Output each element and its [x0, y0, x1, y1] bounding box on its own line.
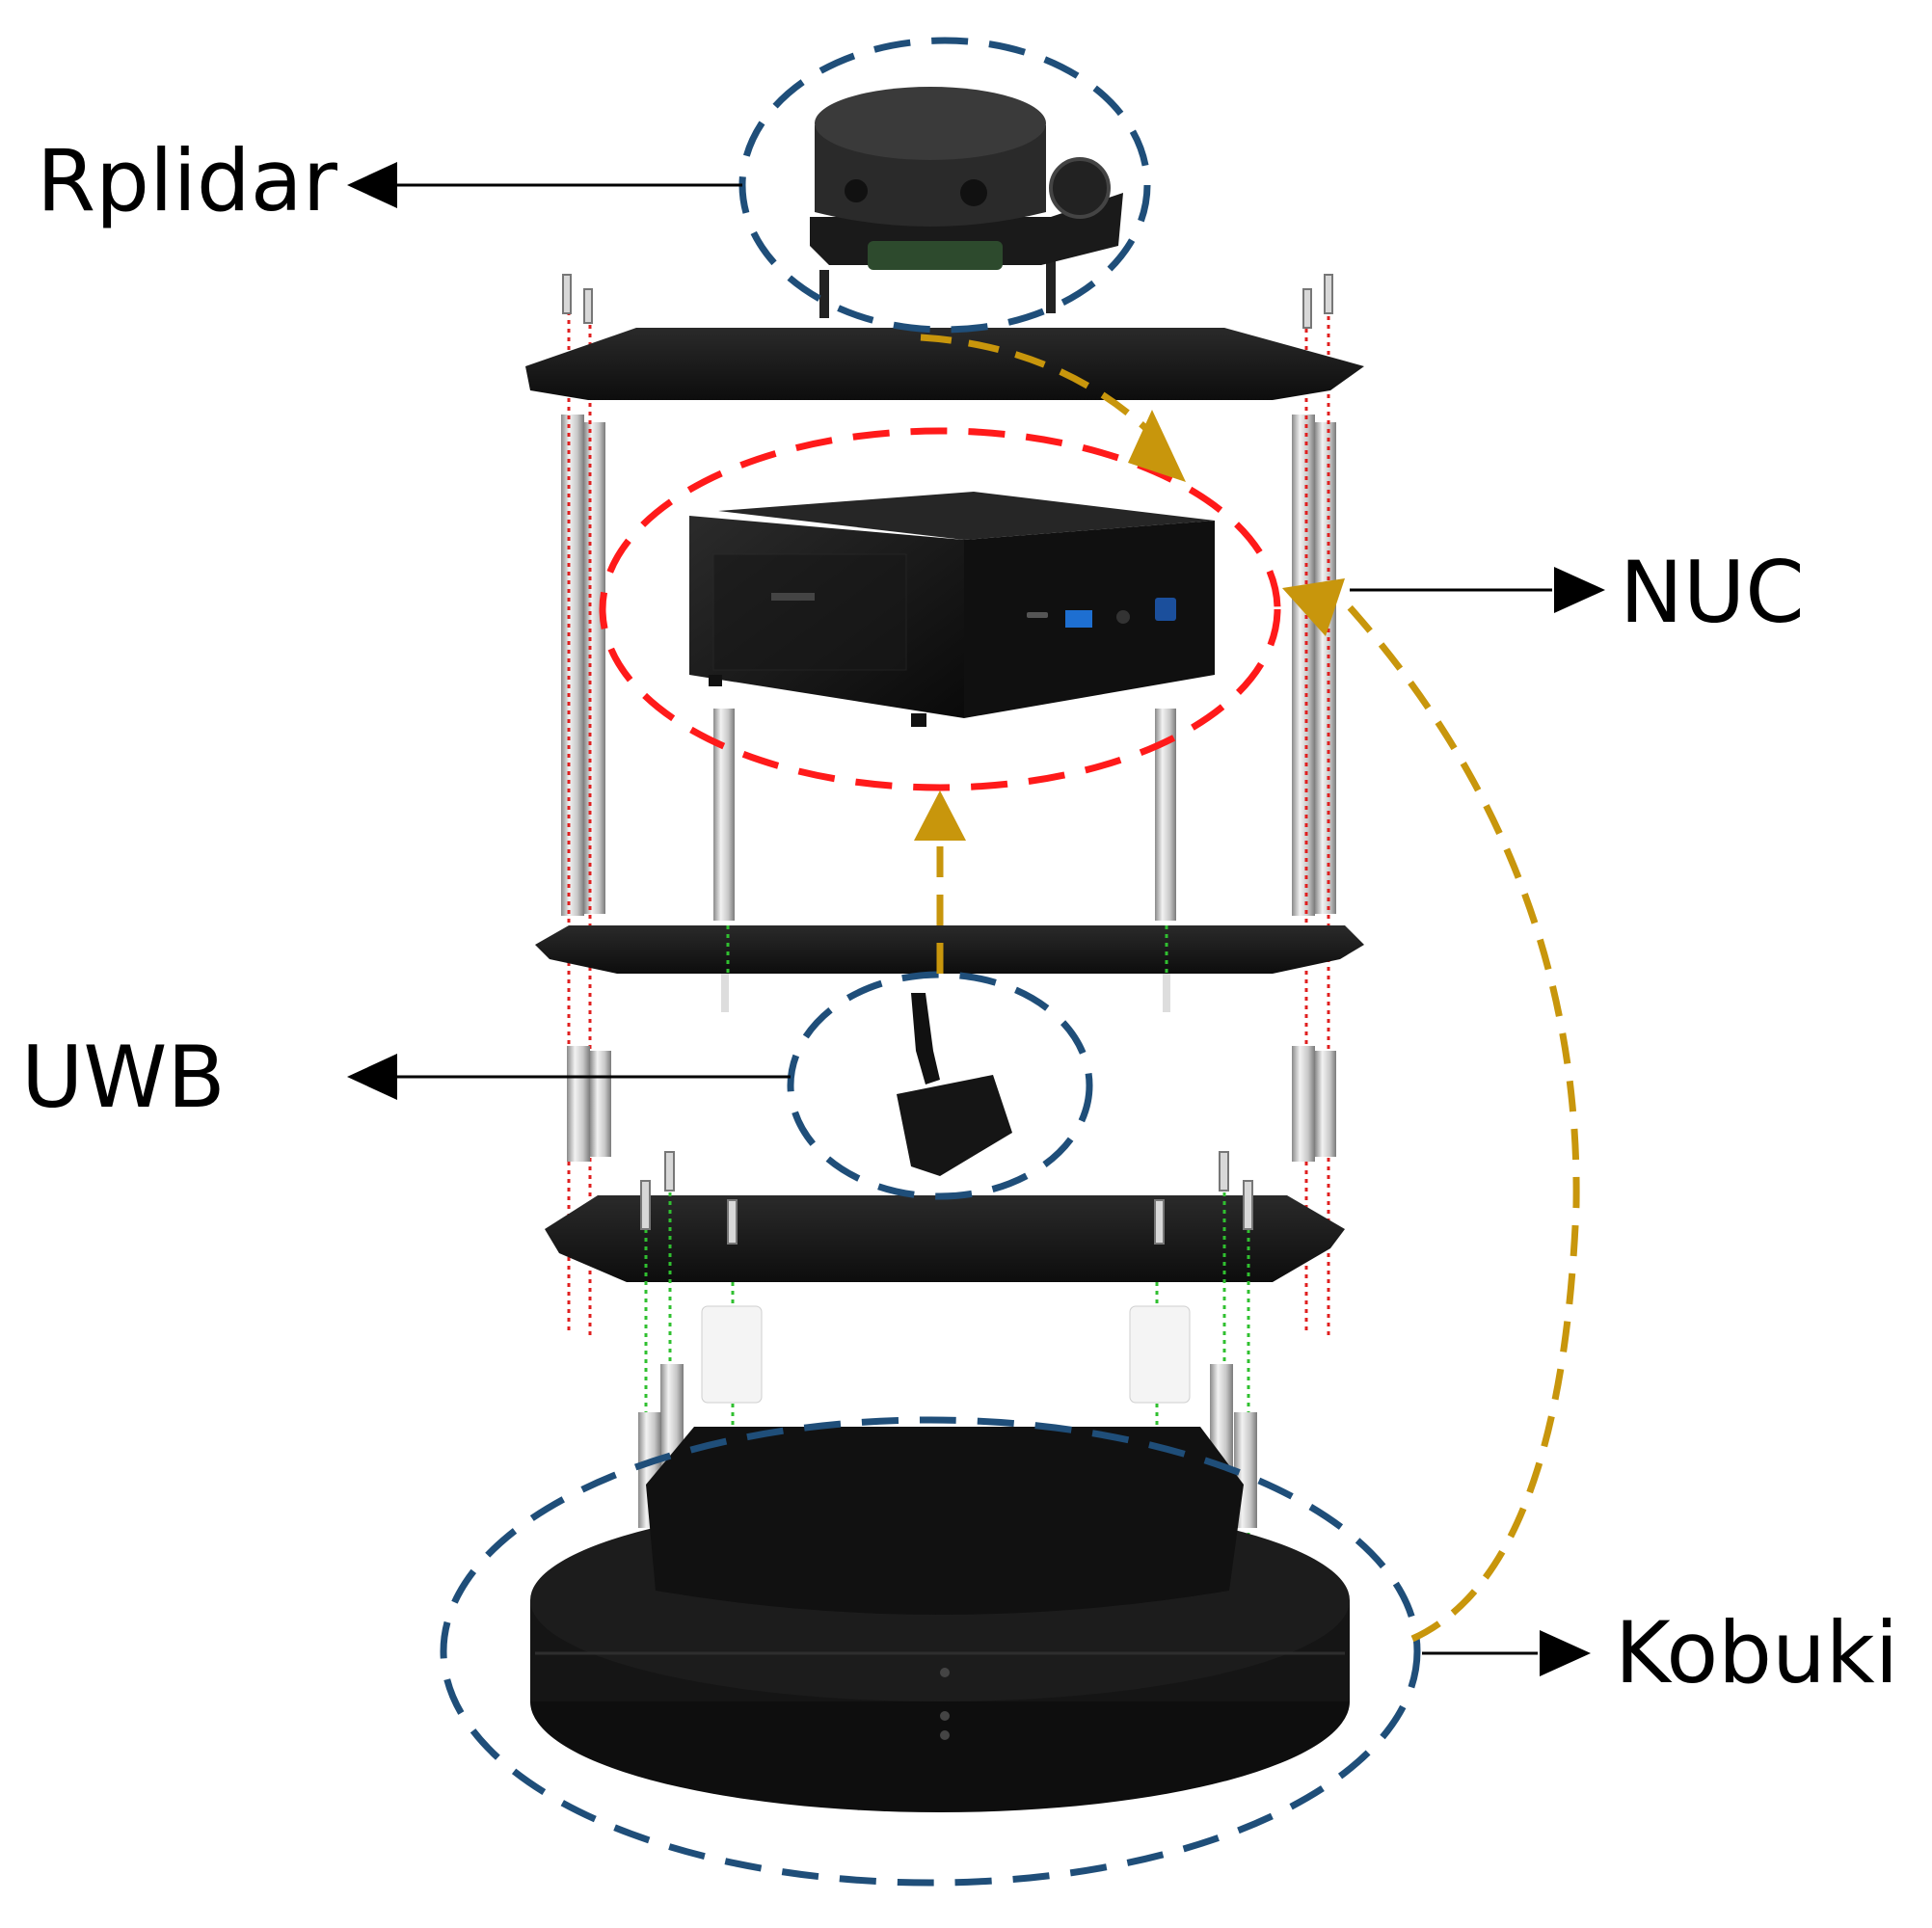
kobuki-arrowhead: [1540, 1630, 1591, 1676]
standoff-rods-upper: [561, 415, 1336, 921]
kobuki-base: [530, 1427, 1350, 1812]
top-plate: [525, 328, 1364, 400]
uwb-module: [897, 993, 1012, 1176]
kobuki-highlight: [440, 1416, 1421, 1887]
uwb-highlight: [787, 971, 1093, 1200]
spacers-middle: [567, 974, 1336, 1162]
uwb-label: UWB: [21, 1028, 226, 1127]
rplidar-label: Rplidar: [37, 131, 338, 230]
data-flow-arrows: [920, 334, 1580, 1643]
middle-plate: [535, 925, 1364, 974]
nuc-arrowhead: [1554, 567, 1605, 613]
data-flow-arrowheads: [914, 410, 1345, 841]
nuc-highlight: [599, 427, 1281, 791]
lower-plate: [545, 1195, 1345, 1282]
kobuki-label: Kobuki: [1615, 1603, 1898, 1702]
callout-lines: [395, 183, 1552, 1655]
callout-arrowheads: [347, 162, 1605, 1676]
rplidar-sensor: [810, 87, 1123, 318]
lower-screws: [640, 1151, 1253, 1245]
uwb-arrowhead: [347, 1054, 397, 1100]
nuc-label: NUC: [1620, 543, 1805, 642]
rplidar-arrowhead: [347, 162, 397, 208]
nuc-computer: [689, 492, 1215, 727]
top-screws: [562, 274, 1333, 329]
